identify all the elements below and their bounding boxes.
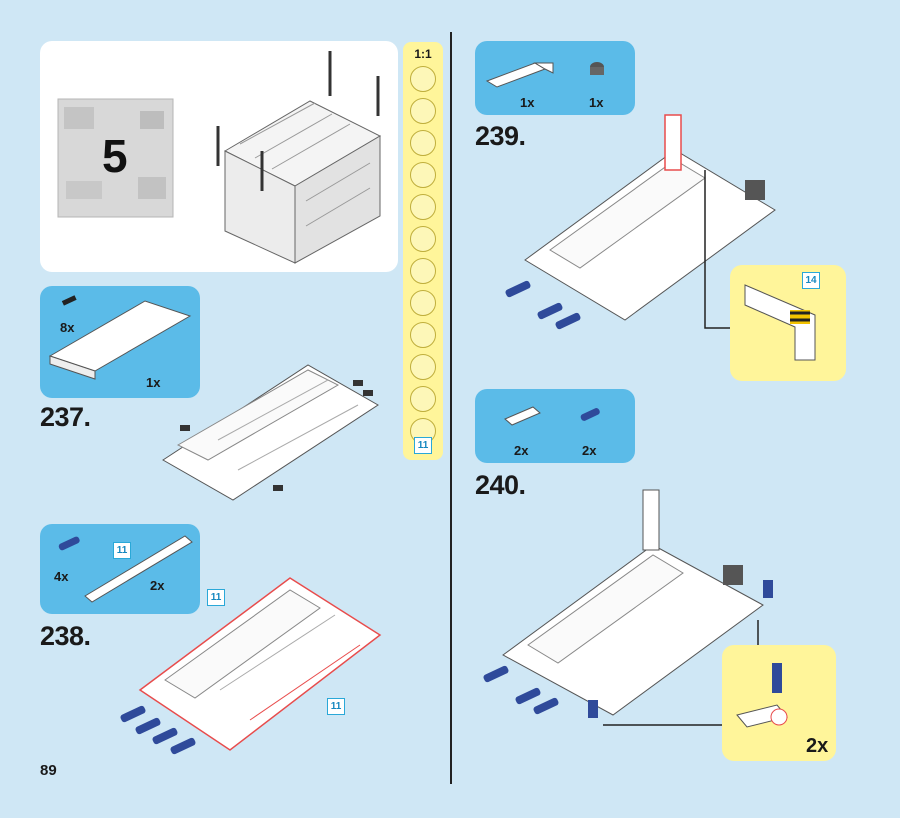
column-divider	[450, 32, 452, 784]
step-237-parts-art	[48, 295, 192, 380]
ruler-unit	[410, 290, 436, 316]
ruler-unit	[410, 162, 436, 188]
step-240-parts-panel: 2x 2x	[475, 389, 635, 463]
measurement-ruler: 1:1 11	[403, 42, 443, 460]
ruler-unit	[410, 98, 436, 124]
step-238-parts-panel: 4x 2x 11	[40, 524, 200, 614]
step-238-part-qty: 4x	[54, 569, 69, 584]
step-239-part-qty: 1x	[520, 95, 535, 110]
step-238-model-length-tag: 11	[327, 698, 345, 715]
ruler-unit	[410, 130, 436, 156]
step-238-model-length-tag: 11	[207, 589, 225, 606]
step-237-part-qty: 1x	[146, 375, 161, 390]
step-240-number: 240.	[475, 470, 526, 500]
step-239-callout-art	[744, 284, 816, 361]
step-237-model	[162, 364, 379, 501]
step-239-number: 239.	[475, 121, 526, 151]
step-240-callout-qty: 2x	[806, 735, 829, 757]
ruler-scale-label: 1:1	[414, 47, 432, 61]
step-238-part-length-tag: 11	[113, 542, 131, 559]
step-238-part-qty: 2x	[150, 578, 165, 593]
previous-assembly-panel: 5	[40, 41, 398, 272]
step-239-model	[505, 114, 776, 330]
step-239-parts-art	[485, 62, 604, 88]
step-238-model	[120, 577, 382, 755]
step-237-part-qty: 8x	[60, 320, 75, 335]
bag-illustration	[57, 98, 174, 218]
ruler-unit	[410, 386, 436, 412]
ruler-unit	[410, 322, 436, 348]
previous-assembly-model	[216, 51, 382, 264]
step-240-callout-art	[736, 663, 788, 728]
page-number: 89	[40, 762, 57, 779]
ruler-unit	[410, 194, 436, 220]
ruler-unit	[410, 258, 436, 284]
step-240-callout: 2x	[722, 645, 836, 761]
step-237-number: 237.	[40, 402, 91, 432]
ruler-length-tag: 11	[414, 437, 432, 454]
step-239-callout-length-tag: 14	[802, 272, 820, 289]
step-239-part-qty: 1x	[589, 95, 604, 110]
ruler-unit	[410, 66, 436, 92]
step-239-parts-panel: 1x 1x	[475, 41, 635, 115]
step-238-number: 238.	[40, 621, 91, 651]
step-237-parts-panel: 8x 1x	[40, 286, 200, 398]
step-240-model	[483, 489, 773, 726]
step-240-part-qty: 2x	[514, 443, 529, 458]
ruler-unit	[410, 354, 436, 380]
bag-number: 5	[102, 130, 128, 182]
step-240-parts-art	[504, 406, 600, 426]
step-240-part-qty: 2x	[582, 443, 597, 458]
step-238-parts-art	[58, 535, 193, 603]
ruler-unit	[410, 226, 436, 252]
step-239-callout: 14	[730, 265, 846, 381]
